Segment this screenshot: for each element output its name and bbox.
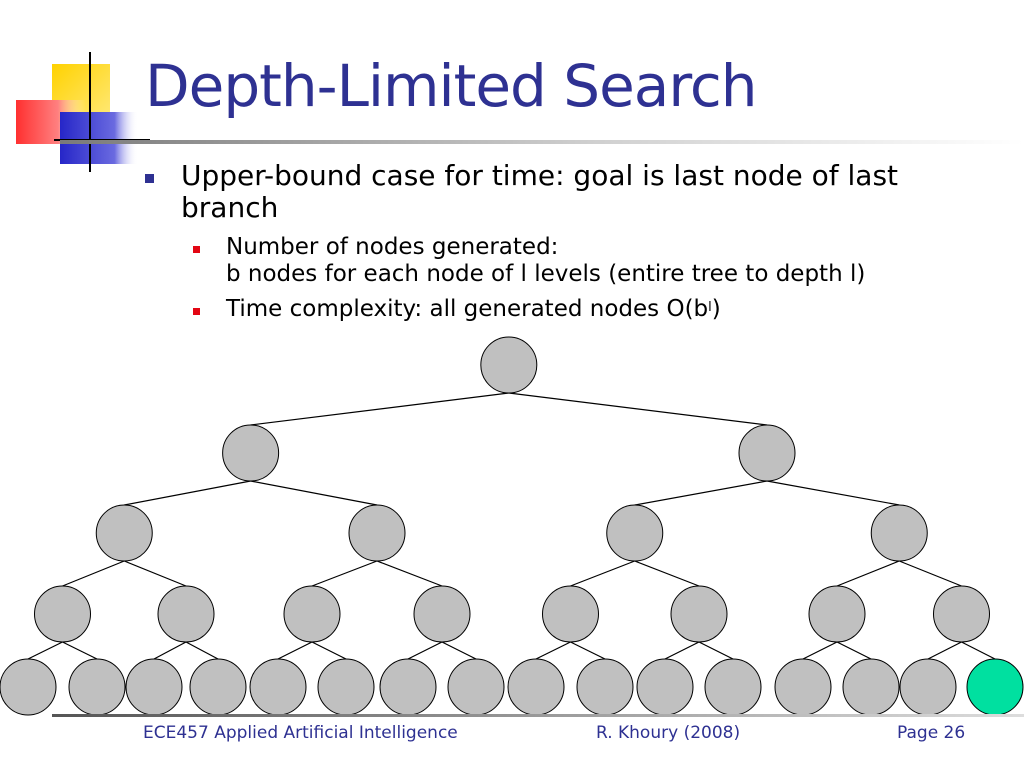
tree-edge — [634, 560, 700, 587]
tree-node — [125, 658, 183, 716]
bullet-text: Upper-bound case for time: goal is last … — [181, 159, 899, 224]
tree-node — [933, 585, 990, 643]
title-divider — [60, 140, 1024, 144]
tree-node — [704, 658, 762, 716]
square-bullet-icon — [193, 246, 200, 253]
tree-edge — [27, 641, 63, 660]
tree-edge — [634, 480, 768, 506]
tree-node — [447, 658, 505, 716]
tree-edge — [62, 641, 98, 660]
tree-edge — [927, 641, 962, 660]
tree-edge — [570, 641, 606, 660]
tree-node — [157, 585, 215, 643]
subbullet-line1: Number of nodes generated: — [226, 234, 559, 260]
square-bullet-icon — [145, 174, 154, 183]
tree-node — [68, 658, 126, 716]
tree-node — [542, 585, 599, 643]
tree-node — [189, 658, 247, 716]
tree-edge — [802, 641, 838, 660]
tree-node — [842, 658, 900, 716]
tree-edge — [277, 641, 313, 660]
tree-node — [480, 336, 538, 394]
tree-edge — [311, 560, 378, 587]
goal-node — [966, 658, 1024, 716]
tree-node — [899, 658, 957, 716]
footer-course: ECE457 Applied Artificial Intelligence — [143, 723, 458, 743]
complexity-text: Time complexity: all generated nodes O(b — [226, 296, 709, 322]
tree-edge — [62, 560, 125, 587]
subbullet-line2: b nodes for each node of l levels (entir… — [226, 261, 866, 287]
tree-node — [606, 504, 664, 562]
tree-node — [507, 658, 565, 716]
tree-node — [774, 658, 832, 716]
tree-edge — [570, 560, 635, 587]
tree-node — [379, 658, 437, 716]
tree-edge — [899, 560, 962, 587]
slide-title: Depth-Limited Search — [145, 52, 758, 120]
tree-edge — [961, 641, 996, 660]
tree-edge — [153, 641, 187, 660]
tree-node — [348, 504, 406, 562]
tree-edge — [535, 641, 571, 660]
tree-node — [738, 424, 796, 482]
tree-edge — [766, 480, 900, 506]
tree-node — [317, 658, 375, 716]
tree-edge — [441, 641, 477, 660]
tree-node — [413, 585, 471, 643]
square-bullet-icon — [193, 308, 200, 315]
search-tree-diagram — [0, 336, 1024, 716]
tree-node — [576, 658, 634, 716]
decorative-logo — [16, 52, 150, 172]
tree-node — [636, 658, 694, 716]
tree-node — [870, 504, 928, 562]
tree-node — [0, 658, 57, 716]
tree-node — [670, 585, 728, 643]
footer-page: Page 26 — [897, 723, 966, 743]
complexity-exponent: l — [708, 300, 712, 315]
tree-node — [222, 424, 280, 482]
tree-edge — [376, 560, 443, 587]
complexity-tail: ) — [711, 296, 721, 322]
tree-edge — [836, 641, 872, 660]
tree-edge — [250, 480, 378, 506]
tree-edge — [664, 641, 700, 660]
tree-edge — [407, 641, 443, 660]
tree-node — [34, 585, 91, 643]
tree-node — [249, 658, 307, 716]
tree-edge — [508, 392, 768, 426]
tree-edge — [311, 641, 347, 660]
tree-node — [808, 585, 866, 643]
tree-node — [95, 504, 153, 562]
tree-edge — [124, 560, 187, 587]
footer-divider — [52, 714, 1024, 717]
tree-edge — [124, 480, 251, 506]
tree-edge — [698, 641, 734, 660]
tree-edge — [836, 560, 900, 587]
tree-edge — [185, 641, 219, 660]
tree-edge — [250, 392, 509, 426]
tree-node — [283, 585, 341, 643]
footer-author: R. Khoury (2008) — [596, 723, 741, 743]
